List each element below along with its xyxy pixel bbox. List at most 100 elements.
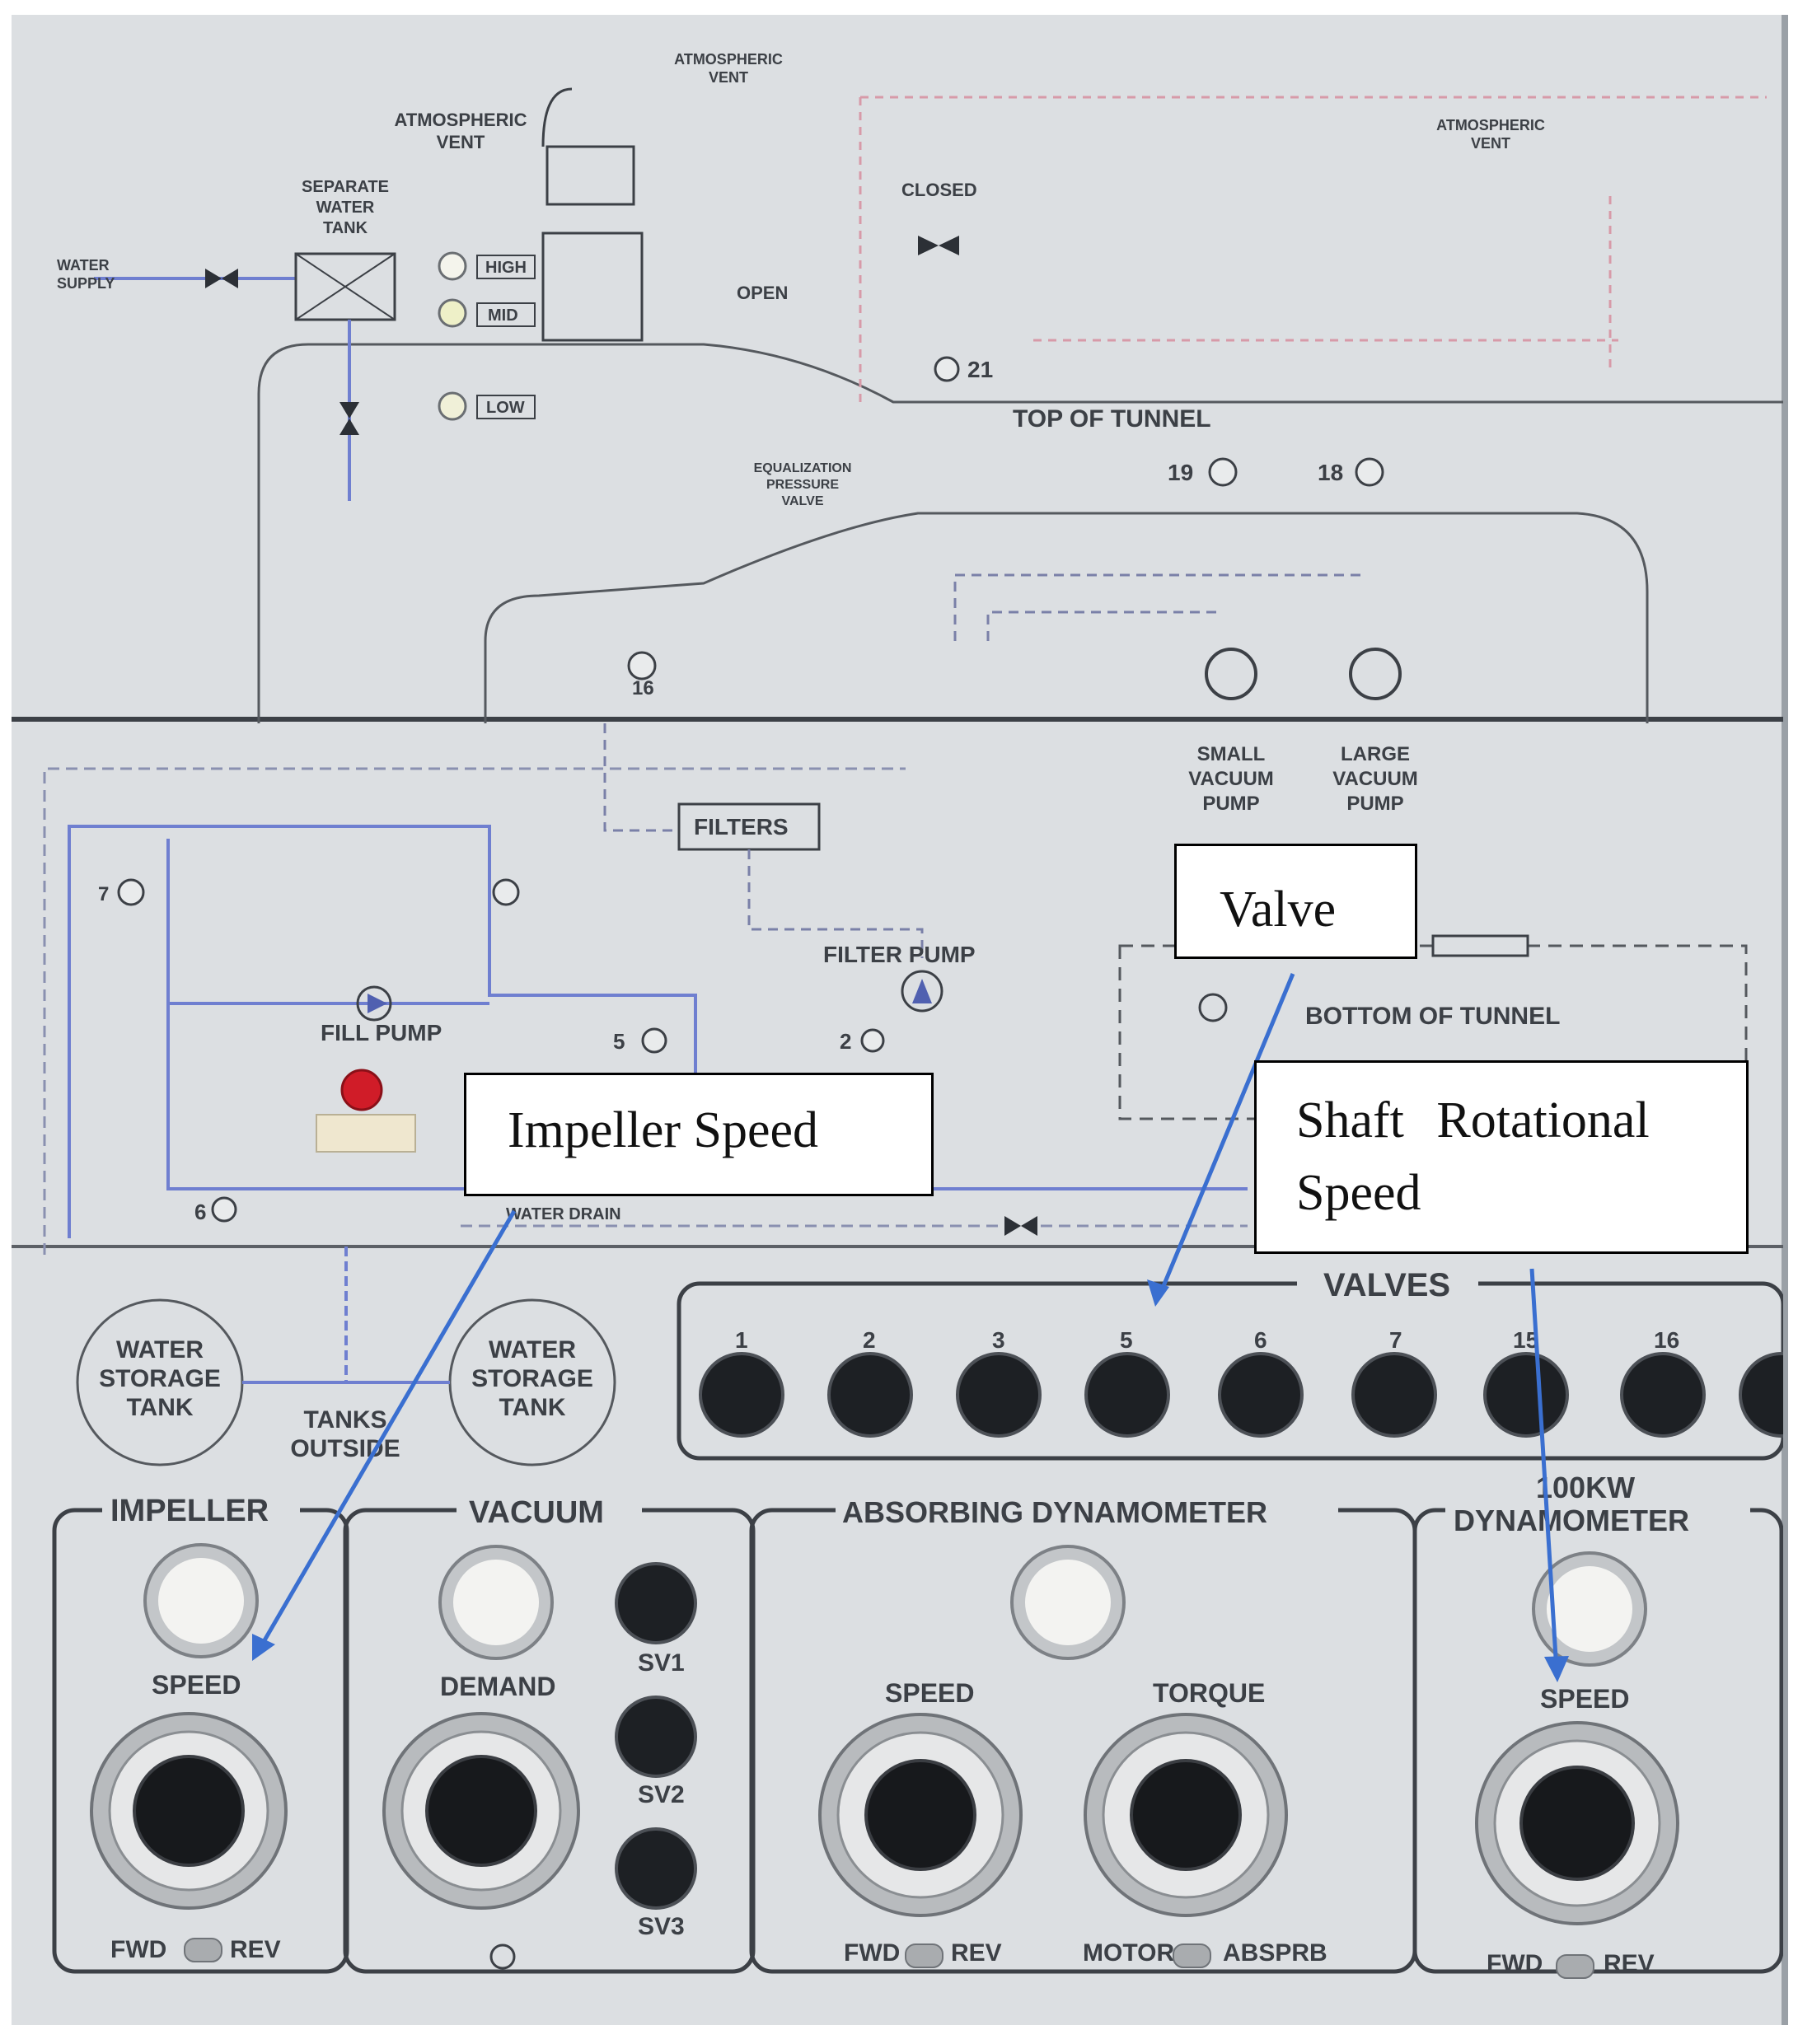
absorbing-motor-label: MOTOR <box>1083 1939 1174 1967</box>
sv3-button[interactable] <box>615 1827 697 1910</box>
impeller-speed-dial[interactable] <box>90 1712 288 1910</box>
valve-5-label: 5 <box>613 1029 625 1054</box>
control-panel <box>12 15 1788 2025</box>
absorbing-torque-label: TORQUE <box>1153 1678 1265 1708</box>
water-drain-label: WATER DRAIN <box>506 1205 621 1223</box>
callout-shaft-line-1: Shaft Rotational <box>1296 1092 1650 1148</box>
valve-button-1-label: 1 <box>735 1327 748 1353</box>
sv2-label: SV2 <box>638 1781 685 1808</box>
level-high-label: HIGH <box>485 259 527 277</box>
dyn100-direction-switch[interactable] <box>1556 1954 1594 1979</box>
impeller-direction-switch[interactable] <box>184 1938 222 1962</box>
impeller-rev-label: REV <box>230 1936 281 1963</box>
filters-label: FILTERS <box>694 814 789 840</box>
valve-button-6-label: 6 <box>1254 1327 1267 1353</box>
level-tank <box>541 232 644 342</box>
valves-panel-title: VALVES <box>1323 1267 1450 1303</box>
dyn100-title-2: DYNAMOMETER <box>1454 1504 1689 1537</box>
valve-button-6[interactable] <box>1218 1352 1304 1438</box>
filter-pump-label: FILTER PUMP <box>823 942 976 967</box>
level-mid-lamp <box>438 298 467 328</box>
valve-18-label: 18 <box>1318 460 1343 485</box>
separate-water-tank <box>294 252 396 321</box>
callout-valve: Valve <box>1174 844 1417 959</box>
valve-button-3[interactable] <box>956 1352 1042 1438</box>
impeller-title: IMPELLER <box>110 1494 269 1528</box>
dyn100-speed-label: SPEED <box>1540 1684 1629 1714</box>
valve-button-15[interactable] <box>1483 1352 1569 1438</box>
bottom-of-tunnel-label: BOTTOM OF TUNNEL <box>1305 1003 1560 1030</box>
absorbing-title: ABSORBING DYNAMOMETER <box>842 1495 1267 1529</box>
callout-shaft-rotational-speed: Shaft Rotational Speed <box>1254 1060 1749 1254</box>
valve-button-2-label: 2 <box>863 1327 876 1353</box>
level-mid-label: MID <box>488 306 518 325</box>
fill-pump-label: FILL PUMP <box>321 1020 442 1045</box>
absorbing-direction-switch[interactable] <box>905 1943 943 1968</box>
valve-button-2[interactable] <box>827 1352 913 1438</box>
valve-21-indicator <box>934 356 960 382</box>
vacuum-indicator-icon <box>489 1943 516 1970</box>
valve-7-label: 7 <box>98 883 109 905</box>
impeller-speed-label: SPEED <box>152 1670 241 1700</box>
sv2-button[interactable] <box>615 1696 697 1778</box>
tunnel-inner-outline <box>484 512 1649 723</box>
absorbing-fwd-label: FWD <box>844 1939 900 1967</box>
dyn100-title-1: 100KW <box>1536 1471 1635 1504</box>
valve-2-label: 2 <box>840 1029 851 1054</box>
valve-button-3-label: 3 <box>992 1327 1005 1353</box>
valve-button-16-label: 16 <box>1654 1327 1679 1353</box>
valve-button-5[interactable] <box>1084 1352 1170 1438</box>
absorbing-absprb-label: ABSPRB <box>1223 1939 1327 1967</box>
valve-symbol <box>205 269 222 288</box>
valve-button-16[interactable] <box>1620 1352 1706 1438</box>
dyn100-speed-dial[interactable] <box>1475 1721 1679 1925</box>
callout-impeller-speed: Impeller Speed <box>464 1073 934 1196</box>
vacuum-title: VACUUM <box>469 1495 604 1530</box>
valve-symbol <box>222 269 238 288</box>
valve-button-1[interactable] <box>699 1352 784 1438</box>
valve-19-label: 19 <box>1168 460 1193 485</box>
vacuum-demand-dial[interactable] <box>382 1712 580 1910</box>
level-low-label: LOW <box>486 399 525 417</box>
level-high-lamp <box>438 251 467 281</box>
level-low-lamp <box>438 391 467 421</box>
dyn100-fwd-label: FWD <box>1487 1950 1543 1977</box>
absorbing-rev-label: REV <box>951 1939 1002 1967</box>
emergency-stop-button[interactable] <box>340 1069 383 1111</box>
closed-label: CLOSED <box>901 180 977 200</box>
absorbing-speed-label: SPEED <box>885 1678 974 1708</box>
fill-pump-tag <box>316 1114 416 1153</box>
dyn100-rev-label: REV <box>1604 1950 1655 1977</box>
tunnel-top-outline <box>257 343 1783 723</box>
vacuum-demand-label: DEMAND <box>440 1672 555 1701</box>
sv1-button[interactable] <box>615 1562 697 1644</box>
valves-panel-frame <box>677 1281 1783 1461</box>
motor-absorb-switch[interactable] <box>1173 1943 1211 1968</box>
absorbing-speed-dial[interactable] <box>818 1713 1023 1917</box>
valve-21-label: 21 <box>967 357 993 382</box>
top-of-tunnel-label: TOP OF TUNNEL <box>1013 405 1211 433</box>
sv3-label: SV3 <box>638 1913 685 1940</box>
valve-6-label: 6 <box>194 1200 206 1224</box>
sv1-label: SV1 <box>638 1649 685 1677</box>
impeller-fwd-label: FWD <box>110 1936 166 1963</box>
valve-16-label: 16 <box>632 677 654 699</box>
valve-button-7-label: 7 <box>1389 1327 1402 1353</box>
valve-button-extra[interactable] <box>1739 1352 1783 1438</box>
absorbing-torque-dial[interactable] <box>1084 1713 1288 1917</box>
open-label: OPEN <box>737 283 788 303</box>
valve-button-7[interactable] <box>1351 1352 1437 1438</box>
callout-arrows <box>252 973 1569 1682</box>
callout-shaft-line-2: Speed <box>1296 1165 1421 1221</box>
